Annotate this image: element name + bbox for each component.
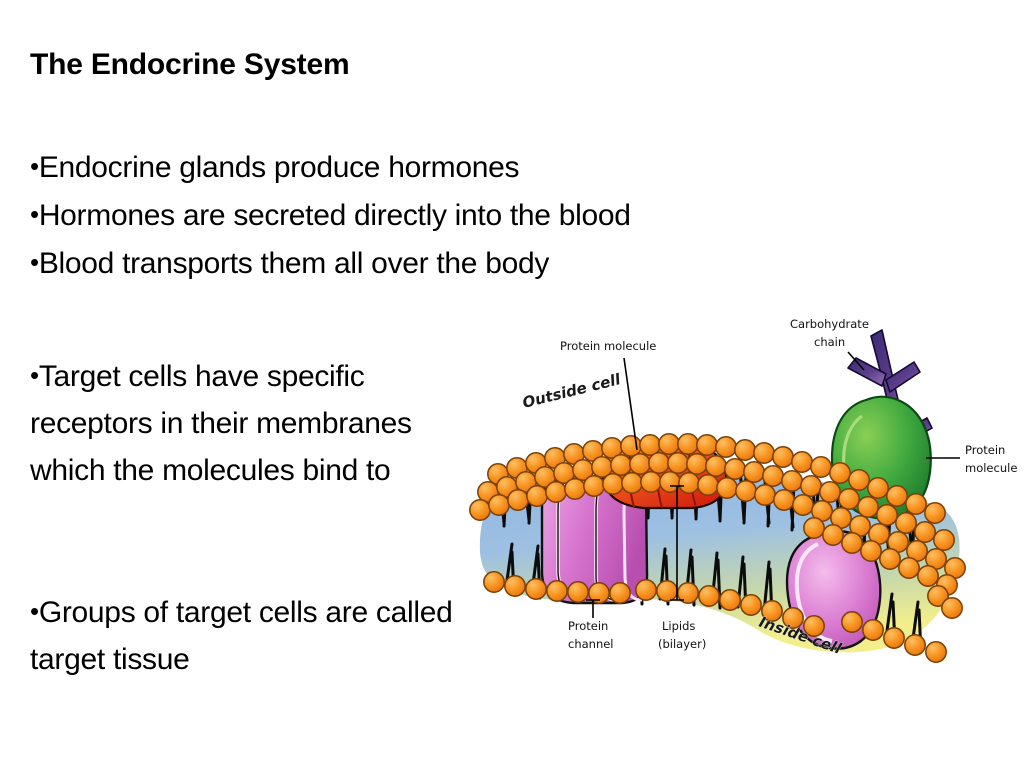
bullet-marker: • [30,596,39,626]
label-lipids-line1: Lipids [662,619,695,633]
bullet-list-middle: •Target cells have specific receptors in… [30,352,460,494]
list-item-label: Groups of target cells are called target… [30,596,453,676]
list-item-label: Hormones are secreted directly into the … [38,199,631,232]
bullet-list-bottom: •Groups of target cells are called targe… [30,588,470,683]
bullet-marker: • [30,199,39,229]
bullet-list-top: •Endocrine glands produce hormones •Horm… [30,143,631,287]
label-protein-molecule-top: Protein molecule [560,339,656,353]
label-carbohydrate-chain-line1: Carbohydrate [790,317,869,331]
list-item-label: Endocrine glands produce hormones [38,151,520,184]
label-carbohydrate-chain-line2: chain [814,335,845,349]
list-item: •Blood transports them all over the body [30,239,631,287]
list-item-label: Blood transports them all over the body [38,247,550,280]
label-lipids-line2: (bilayer) [658,637,706,651]
cell-membrane-diagram: Protein molecule Carbohydrate chain Prot… [462,300,1024,668]
list-item: •Target cells have specific receptors in… [30,352,460,494]
diagram-leaders [586,351,960,618]
label-protein-molecule-right-line2: molecule [965,461,1017,475]
bullet-marker: • [30,247,39,277]
label-protein-channel-line1: Protein [568,619,608,633]
list-item: •Groups of target cells are called targe… [30,588,470,683]
label-protein-molecule-right-line1: Protein [965,443,1005,457]
list-item: •Endocrine glands produce hormones [30,143,631,191]
label-protein-channel-line2: channel [568,637,614,651]
bullet-marker: • [30,360,39,390]
list-item-label: Target cells have specific receptors in … [30,360,412,487]
page-title: The Endocrine System [30,48,350,81]
list-item: •Hormones are secreted directly into the… [30,191,631,239]
bullet-marker: • [30,151,39,181]
